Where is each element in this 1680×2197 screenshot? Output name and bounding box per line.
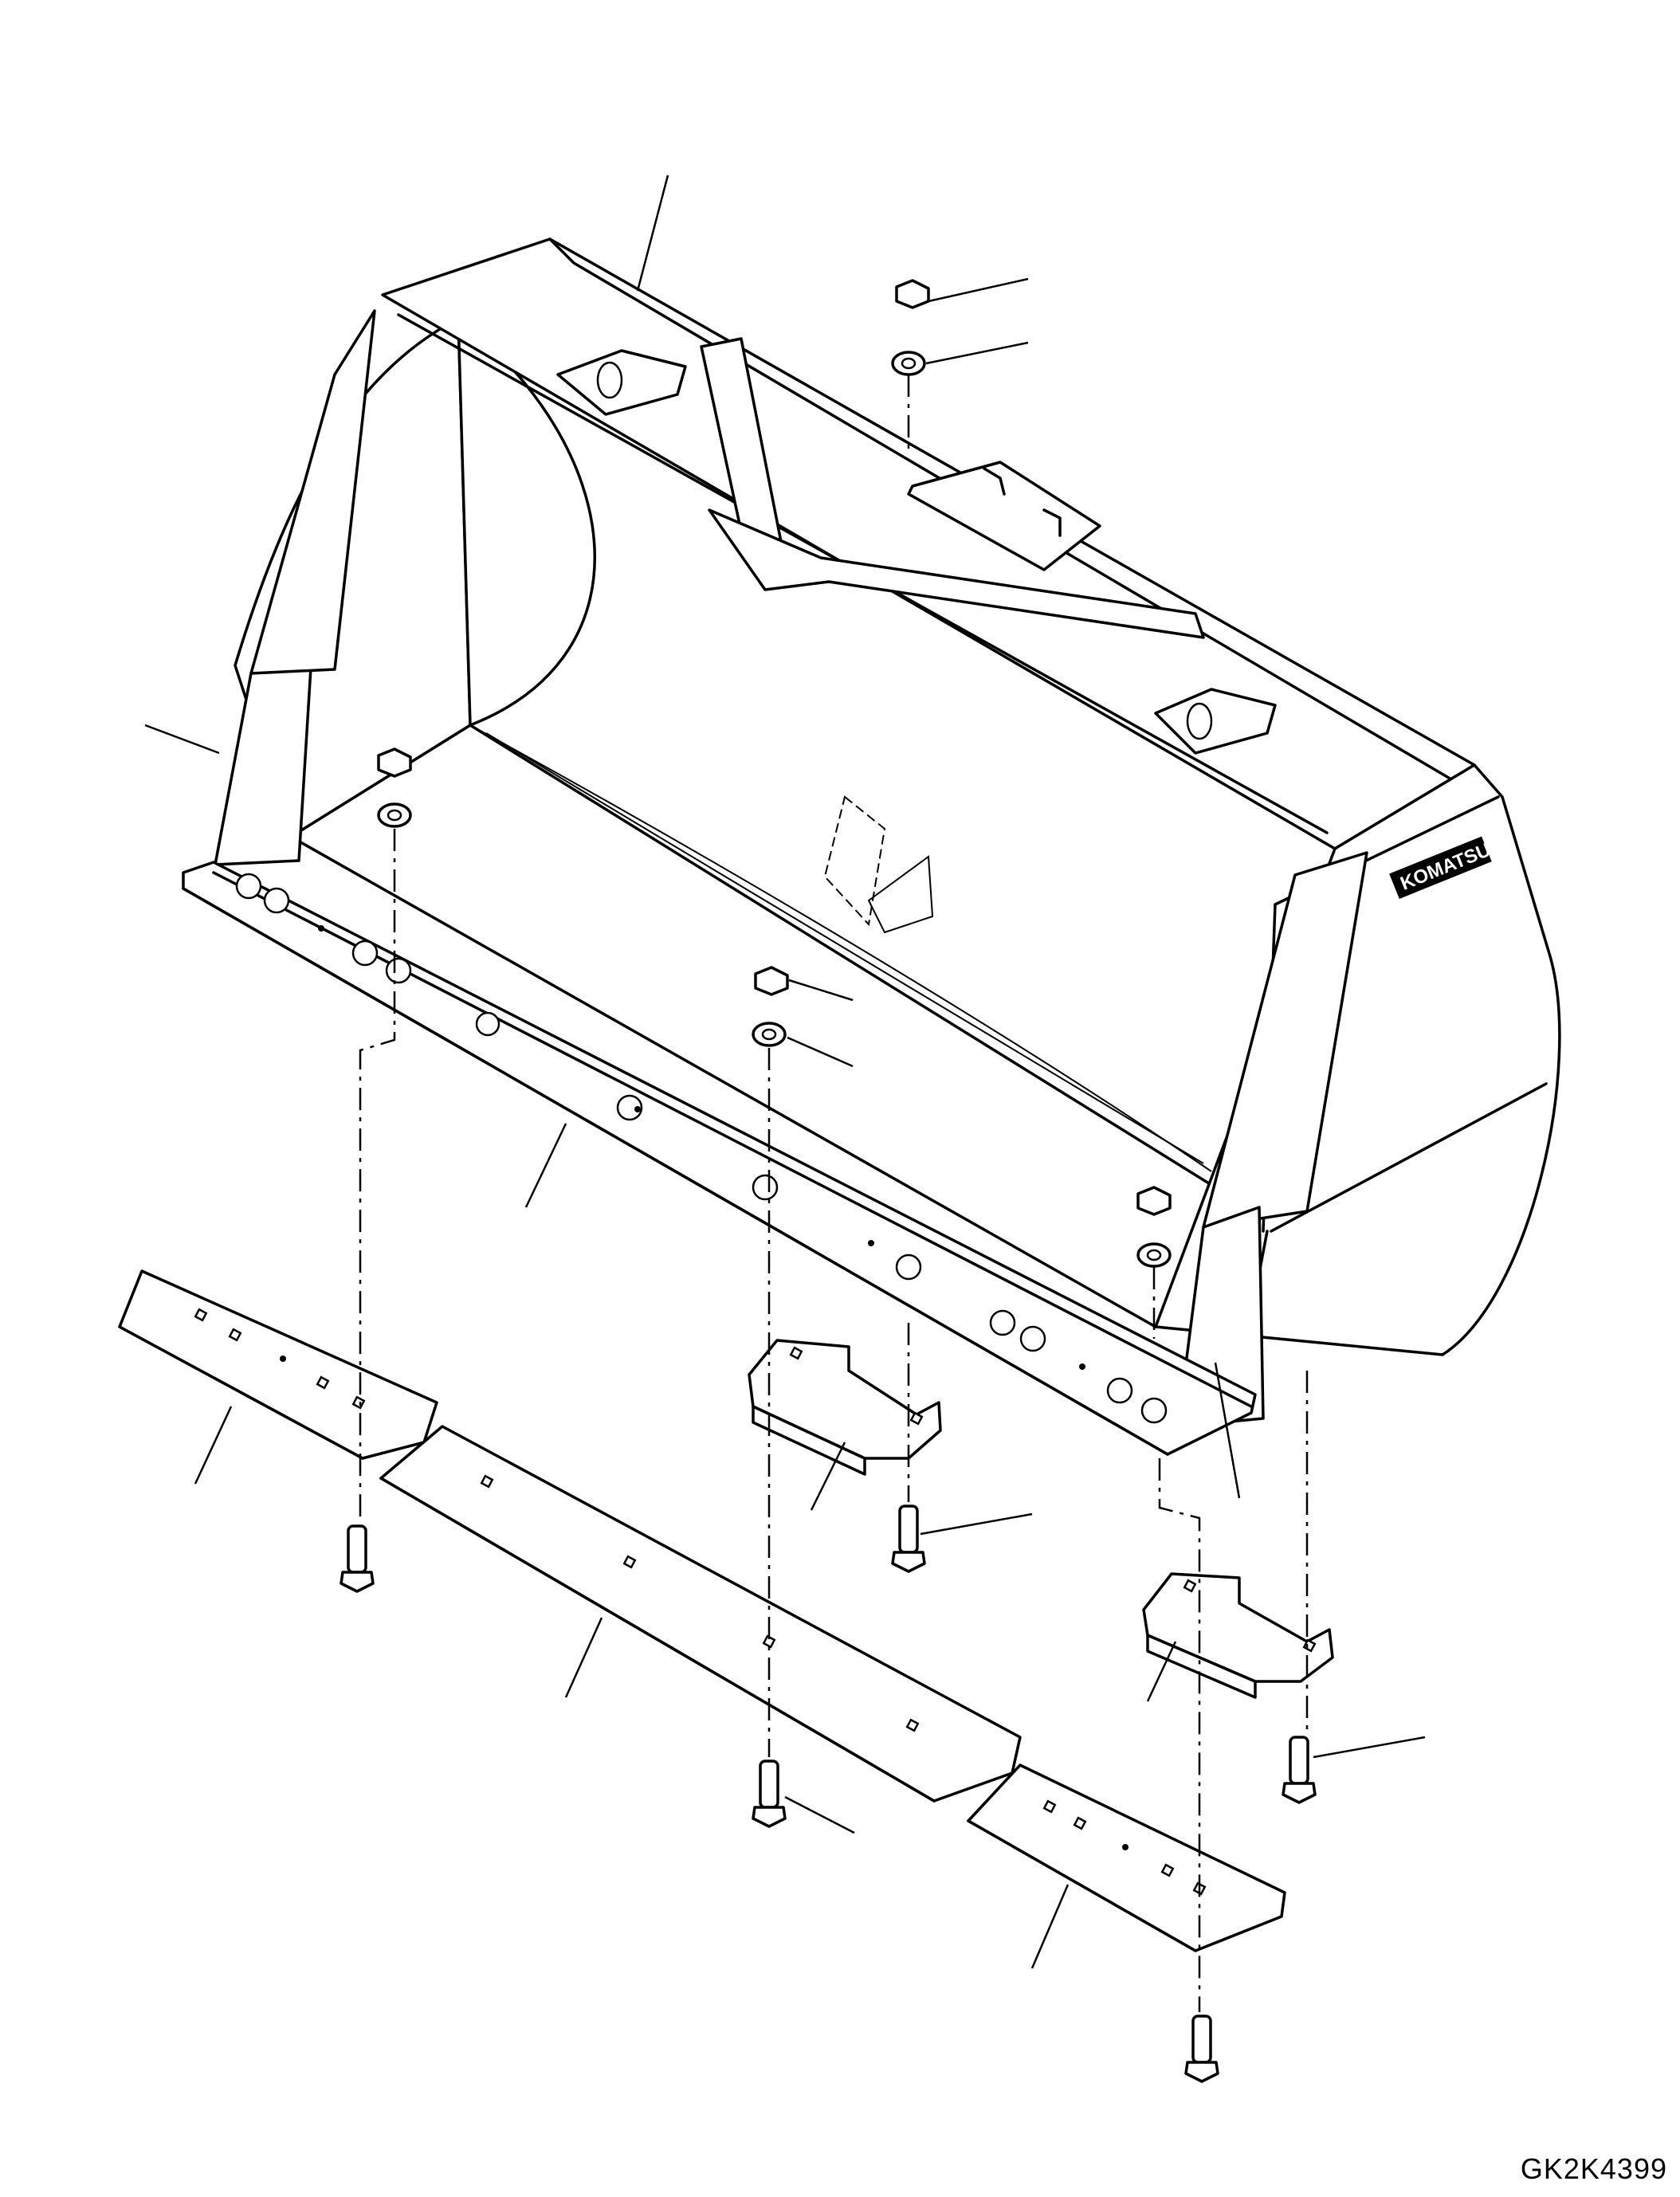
right-mount bbox=[1154, 688, 1277, 755]
end-bit-right bbox=[1142, 1572, 1334, 1699]
end-cutting-edge-right bbox=[967, 1763, 1286, 1952]
end-bit-center bbox=[748, 1339, 942, 1476]
left-side-plate bbox=[214, 666, 312, 866]
brand-plate bbox=[1389, 836, 1492, 899]
nut-icon bbox=[377, 279, 1172, 1216]
left-side-upper bbox=[249, 309, 376, 675]
bucket-back-interior bbox=[457, 317, 597, 727]
end-bit-right-piece bbox=[1142, 1572, 1334, 1683]
base-edge bbox=[182, 861, 1257, 1456]
cutting-edge-center bbox=[379, 1425, 1022, 1803]
cutting-edge-left bbox=[118, 1269, 438, 1460]
center-cutting-edge bbox=[379, 1425, 1022, 1803]
assembly-centerlines bbox=[359, 375, 1309, 2012]
bucket-body: KOMATSU bbox=[214, 237, 1561, 1428]
crossbar-diagonal bbox=[708, 508, 1205, 639]
cutting-edge-right bbox=[967, 1763, 1286, 1952]
drawing-code: GK2K4399 bbox=[1520, 2152, 1667, 2185]
washer-icon bbox=[377, 351, 1172, 1268]
end-bit-left bbox=[748, 1339, 942, 1460]
leader-lines bbox=[144, 175, 1426, 1969]
coupler-plate bbox=[907, 461, 1101, 571]
bolt-icon bbox=[340, 1505, 1317, 2083]
end-cutting-edge-left bbox=[118, 1269, 438, 1460]
base-edge-holes bbox=[235, 873, 1168, 1424]
right-side-plate bbox=[1202, 851, 1368, 1229]
